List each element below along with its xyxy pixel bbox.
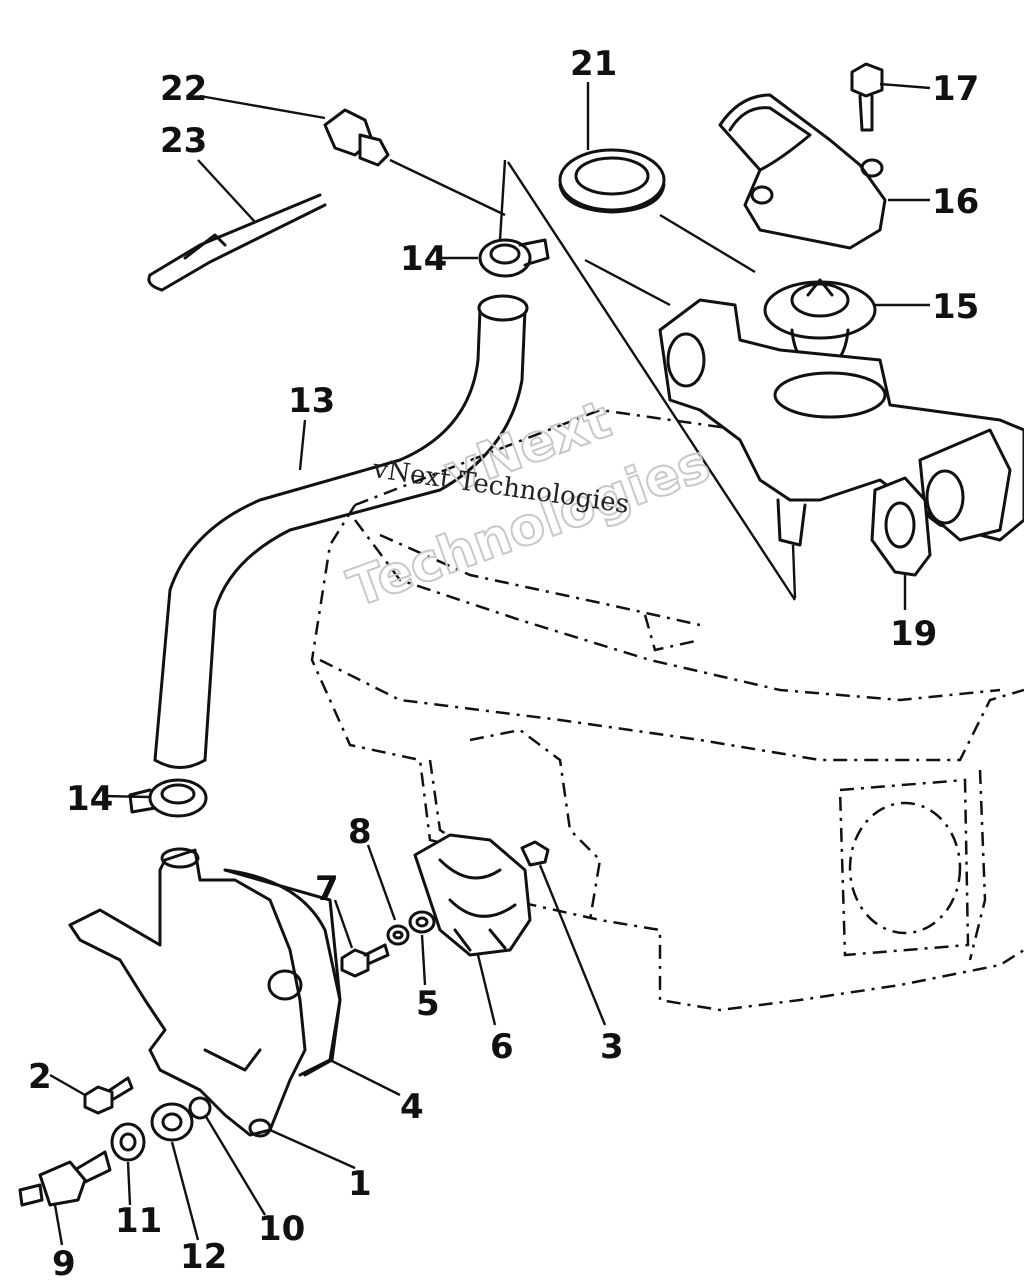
- callout-6: 6: [490, 1027, 514, 1067]
- callout-2: 2: [28, 1057, 52, 1097]
- callout-4: 4: [400, 1087, 424, 1127]
- upper-hose-clamp: [478, 238, 550, 278]
- callout-23: 23: [160, 121, 207, 161]
- hose: [153, 294, 529, 769]
- callout-16: 16: [932, 182, 979, 222]
- callout-22: 22: [160, 69, 207, 109]
- pump-gasket: [223, 868, 342, 1077]
- dowel-pin: [520, 840, 550, 867]
- callout-10: 10: [258, 1209, 305, 1249]
- lower-hose-clamp: [128, 778, 208, 818]
- callout-21: 21: [570, 44, 617, 84]
- washer-8: [386, 924, 410, 946]
- callout-17: 17: [932, 69, 979, 109]
- washer-5: [408, 910, 436, 934]
- callout-11: 11: [115, 1201, 162, 1241]
- washer-12: [150, 1102, 194, 1142]
- washer-10: [188, 1096, 212, 1120]
- callout-labels: 1 2 3 4 5 6 7 8 9 10 11 12 13 14 14 15 1…: [28, 44, 979, 1280]
- callout-8: 8: [348, 812, 372, 852]
- washer-11: [110, 1122, 146, 1162]
- sensor-wire: [147, 193, 327, 292]
- callout-3: 3: [600, 1027, 624, 1067]
- assembly-guide-lines: [389, 158, 797, 601]
- callout-14-lower: 14: [66, 779, 113, 819]
- drain-plug: [18, 1150, 112, 1207]
- impeller-bolt: [340, 943, 390, 978]
- impeller: [413, 833, 532, 957]
- bolt-top: [850, 62, 884, 132]
- leader-lines: [49, 82, 931, 1246]
- callout-5: 5: [416, 984, 440, 1024]
- callout-9: 9: [52, 1244, 76, 1280]
- callout-15: 15: [932, 287, 979, 327]
- outlet-gasket: [870, 476, 932, 577]
- pump-bolt: [83, 1076, 134, 1115]
- callout-7: 7: [315, 869, 339, 909]
- seal-ring: [558, 148, 666, 214]
- callout-14-upper: 14: [400, 239, 447, 279]
- callout-13: 13: [288, 381, 335, 421]
- thermostat-cover: [718, 93, 887, 250]
- temperature-sensor: [323, 108, 390, 167]
- thermostat-housing: [658, 298, 1024, 547]
- callout-19: 19: [890, 614, 937, 654]
- callout-1: 1: [348, 1164, 372, 1204]
- callout-12: 12: [180, 1237, 227, 1277]
